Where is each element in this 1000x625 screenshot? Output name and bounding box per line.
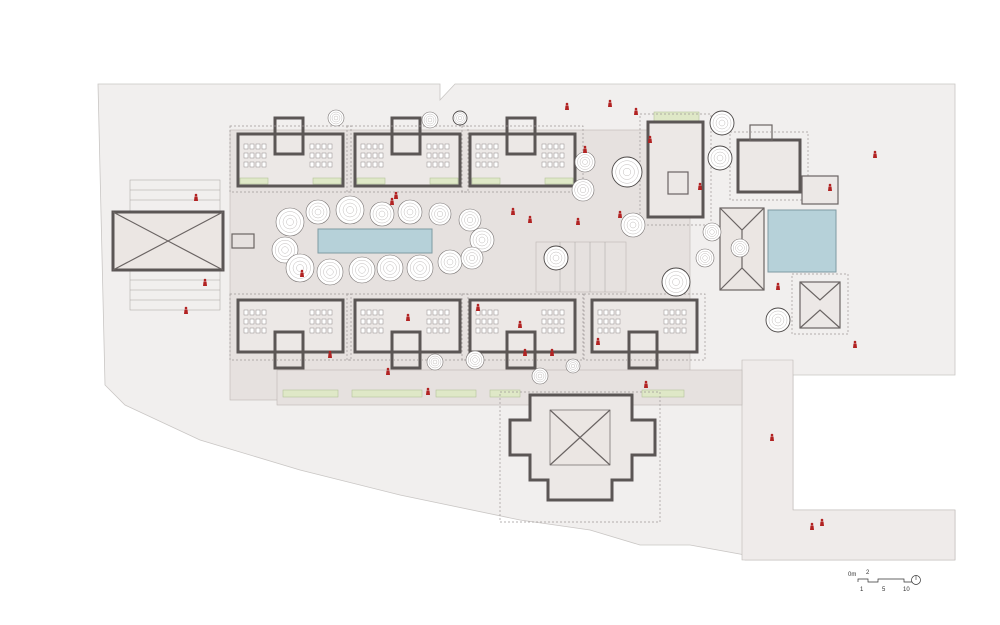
tree <box>702 222 722 242</box>
person-figure <box>810 522 814 530</box>
tree <box>348 256 376 284</box>
person-figure <box>426 387 430 395</box>
scale-bar: 0m 2 1 5 10 <box>846 570 926 600</box>
scale-tick-label: 1 <box>860 587 864 593</box>
person-figure <box>386 367 390 375</box>
south-planters <box>282 389 685 398</box>
east-garden-zone <box>741 359 956 561</box>
tree <box>369 201 395 227</box>
central-courtyard <box>317 228 433 254</box>
person-figure <box>853 340 857 348</box>
person-figure <box>634 107 638 115</box>
person-figure <box>476 303 480 311</box>
person-figure <box>583 145 587 153</box>
person-figure <box>873 150 877 158</box>
tree <box>620 212 646 238</box>
person-figure <box>523 348 527 356</box>
tree <box>327 109 345 127</box>
unit-s3 <box>461 293 584 370</box>
scale-tick-label: 5 <box>882 587 886 593</box>
tree <box>707 145 733 171</box>
tree <box>376 254 404 282</box>
scale-tick-label: 2 <box>866 570 870 576</box>
tree <box>452 110 468 126</box>
unit-n3 <box>461 116 584 193</box>
tree <box>428 202 452 226</box>
tree <box>571 178 595 202</box>
person-figure <box>565 102 569 110</box>
unit-n2 <box>346 116 469 193</box>
person-figure <box>596 337 600 345</box>
scale-bar-graphic <box>857 575 921 585</box>
person-figure <box>828 183 832 191</box>
person-figure <box>698 182 702 190</box>
tree <box>316 258 344 286</box>
person-figure <box>511 207 515 215</box>
unit-s1 <box>229 293 352 370</box>
person-figure <box>608 99 612 107</box>
person-figure <box>328 350 332 358</box>
tree <box>661 267 691 297</box>
tree <box>460 246 484 270</box>
central-pool <box>317 228 433 254</box>
person-figure <box>820 518 824 526</box>
person-figure <box>576 217 580 225</box>
north-east-pavilion <box>639 111 712 226</box>
tree <box>285 253 315 283</box>
tree <box>421 111 439 129</box>
person-figure <box>644 380 648 388</box>
tree <box>335 195 365 225</box>
tree <box>543 245 569 271</box>
tree <box>426 353 444 371</box>
person-figure <box>394 191 398 199</box>
tree <box>469 227 495 253</box>
tree <box>458 208 482 232</box>
tree <box>406 254 434 282</box>
tree <box>531 367 549 385</box>
person-figure <box>300 269 304 277</box>
person-figure <box>194 193 198 201</box>
tree <box>465 350 485 370</box>
scale-tick-label: 10 <box>903 587 910 593</box>
person-figure <box>776 282 780 290</box>
person-figure <box>390 197 394 205</box>
person-figure <box>770 433 774 441</box>
tree <box>765 307 791 333</box>
south-terrace <box>276 369 743 406</box>
south-unit-row <box>229 293 706 370</box>
east-pool <box>767 209 837 273</box>
person-figure <box>648 135 652 143</box>
north-unit-row <box>229 116 584 193</box>
tree <box>305 199 331 225</box>
person-figure <box>184 306 188 314</box>
tree <box>574 151 596 173</box>
south-pavilion <box>499 391 661 523</box>
person-figure <box>528 215 532 223</box>
east-pool-area <box>719 175 849 335</box>
person-figure <box>406 313 410 321</box>
tree <box>275 207 305 237</box>
scale-origin-label: 0m <box>848 572 857 578</box>
person-figure <box>518 320 522 328</box>
person-figure <box>550 348 554 356</box>
unit-s4 <box>583 293 706 370</box>
tree <box>709 110 735 136</box>
tree <box>397 199 423 225</box>
tree <box>437 249 463 275</box>
unit-s2 <box>346 293 469 370</box>
trees-layer <box>271 109 791 385</box>
tree <box>695 248 715 268</box>
tree <box>730 238 750 258</box>
person-figure <box>203 278 207 286</box>
tree <box>611 156 643 188</box>
people-layer <box>184 99 877 530</box>
tree <box>271 236 299 264</box>
tree <box>565 358 581 374</box>
east-dining-block <box>729 124 809 201</box>
unit-n1 <box>229 116 352 193</box>
person-figure <box>618 210 622 218</box>
